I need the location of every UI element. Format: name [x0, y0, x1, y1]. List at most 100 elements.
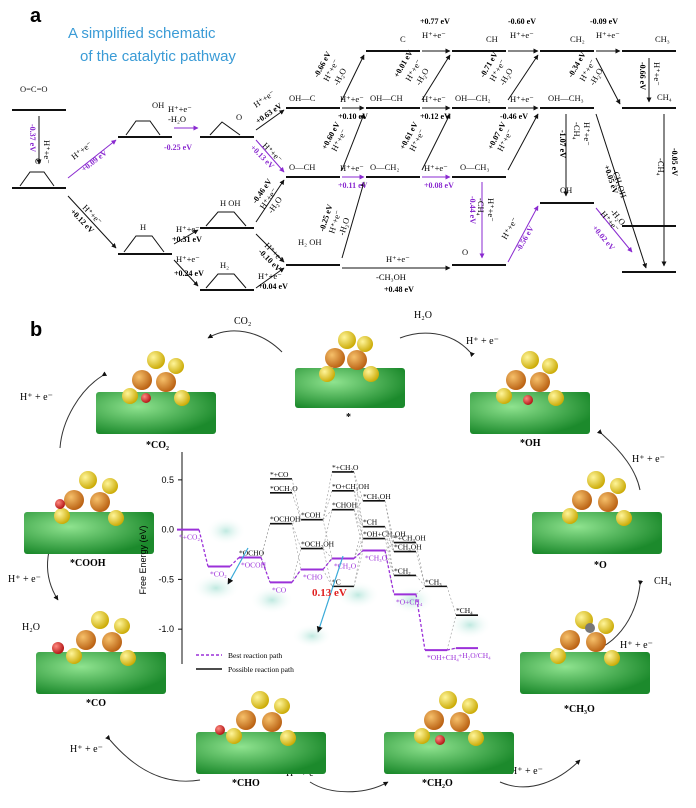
panel-a-levels [12, 50, 676, 291]
possible-level-label: *CH₃ [425, 577, 442, 586]
possible-connector [384, 500, 395, 552]
svg-text:H⁺+e⁻: H⁺+e⁻ [510, 30, 534, 40]
svg-text:O: O [35, 156, 41, 166]
best-connector [384, 550, 395, 595]
possible-connector [353, 490, 364, 539]
co2-release-label: CO₂ [234, 316, 251, 327]
free-energy-chart: Free Energy (eV) 0.50.0-0.5-1.0 *OCHO*+C… [138, 452, 492, 674]
legend-possible-label: Possible reaction path [228, 665, 294, 674]
possible-level-label: *CH₂ [394, 566, 411, 575]
possible-level-label: *+CO [270, 470, 289, 479]
possible-connector [384, 550, 395, 576]
possible-connector [291, 478, 302, 520]
svg-text:+0.10 eV: +0.10 eV [338, 112, 368, 121]
svg-text:H⁺+e⁻: H⁺+e⁻ [258, 271, 282, 281]
svg-text:H: H [140, 222, 146, 232]
svg-text:+0.11 eV: +0.11 eV [338, 181, 368, 190]
panel-a-title-line1: A simplified schematic [68, 25, 216, 42]
possible-connector [384, 538, 395, 543]
best-connector [353, 550, 364, 559]
structure-bare [295, 331, 405, 408]
svg-text:H⁺+e⁻: H⁺+e⁻ [499, 215, 520, 241]
svg-text:CH₄: CH₄ [657, 92, 672, 102]
possible-connector [384, 526, 395, 543]
svg-text:+0.12 eV: +0.12 eV [420, 112, 450, 121]
arrow-ch2o [316, 555, 344, 633]
label-bare: * [346, 412, 351, 423]
possible-level-label: *CHOH [332, 501, 358, 510]
possible-connector [415, 575, 426, 587]
panel-b: b CO₂ H₂O H⁺ + e⁻ H⁺ + e⁻ H⁺ + e⁻ H⁺ + e… [8, 310, 672, 793]
possible-level-label: *CH₃OH [394, 543, 422, 552]
svg-text:O—CH: O—CH [289, 162, 315, 172]
possible-connector [291, 519, 302, 524]
label-cho: *CHO [232, 778, 260, 789]
possible-connector [322, 509, 333, 549]
label-oh: *OH [520, 438, 541, 449]
svg-text:-CH₃OH: -CH₃OH [376, 272, 406, 282]
structure-co [36, 611, 166, 694]
svg-text:C: C [400, 34, 406, 44]
possible-level-label: *+CH₃OH [394, 534, 426, 543]
svg-text:H₂ OH: H₂ OH [298, 237, 322, 247]
svg-text:-0.56 eV: -0.56 eV [514, 224, 536, 253]
svg-text:H⁺+e⁻: H⁺+e⁻ [176, 224, 200, 234]
svg-text:O: O [236, 112, 242, 122]
svg-text:H⁺+e⁻: H⁺+e⁻ [340, 94, 364, 104]
best-connector [415, 594, 426, 651]
svg-text:-CH₄: -CH₄ [476, 198, 486, 216]
structure-ch3o [520, 611, 650, 694]
label-ch3o: *CH₃O [564, 704, 595, 715]
y-axis-label: Free Energy (eV) [138, 525, 148, 594]
structure-oh [470, 351, 590, 434]
svg-text:O—CH₃: O—CH₃ [460, 162, 489, 172]
svg-text:OH: OH [152, 100, 164, 110]
arrow-ocoh [227, 547, 249, 585]
h-e-label-right: H⁺ + e⁻ [632, 454, 665, 465]
best-level-label: +H₂O/CH₄ [458, 651, 491, 660]
label-ch2o: *CH₂O [422, 778, 453, 789]
h-e-label-left2: H⁺ + e⁻ [8, 574, 41, 585]
label-co2: *CO₂ [146, 440, 169, 451]
possible-level-label: *C [332, 577, 341, 586]
svg-text:H₂: H₂ [220, 260, 229, 270]
panel-a-label: a [30, 5, 42, 27]
svg-text:CH₃: CH₃ [655, 34, 670, 44]
svg-text:+0.24 eV: +0.24 eV [174, 269, 204, 278]
possible-connector [322, 569, 333, 587]
possible-connector [353, 538, 364, 587]
svg-text:-0.05 eV: -0.05 eV [670, 148, 679, 176]
possible-paths: *OCHO*+CO*OCH₂O*OCHOH*COH*OCH₂OH*+CH₂O*O… [239, 463, 478, 651]
svg-text:H⁺+e⁻: H⁺+e⁻ [424, 163, 448, 173]
svg-text:H⁺+e⁻: H⁺+e⁻ [168, 104, 192, 114]
best-level-label: *O+CH₄ [396, 597, 423, 606]
svg-text:H⁺+e⁻: H⁺+e⁻ [176, 254, 200, 264]
possible-level-label: *+CH₂O [332, 463, 359, 472]
possible-connector [291, 492, 302, 520]
svg-text:-0.60 eV: -0.60 eV [508, 17, 536, 26]
h-e-label-bottom-left: H⁺ + e⁻ [70, 744, 103, 755]
svg-text:H⁺+e⁻: H⁺+e⁻ [486, 198, 496, 222]
best-level-label: *CHO [303, 572, 323, 581]
svg-text:-CH₄: -CH₄ [656, 158, 666, 176]
label-co: *CO [86, 698, 106, 709]
y-tick-label: 0.0 [161, 525, 174, 535]
svg-text:H⁺+e⁻: H⁺+e⁻ [596, 30, 620, 40]
catalyst-structures: * *CO₂ *OH *COOH *O [24, 331, 662, 789]
svg-text:H⁺+e⁻: H⁺+e⁻ [42, 140, 52, 164]
possible-connector [415, 551, 426, 587]
best-level-label: *OH+CH₄ [427, 653, 459, 662]
y-tick-label: -1.0 [158, 624, 174, 634]
ch4-label: CH₄ [654, 576, 672, 587]
svg-text:H⁺+e⁻: H⁺+e⁻ [510, 94, 534, 104]
possible-level-label: *CH₃OH [363, 492, 391, 501]
possible-level-label: *OCH₂O [270, 484, 298, 493]
h-e-label-top: H⁺ + e⁻ [466, 336, 499, 347]
best-connector [322, 558, 333, 570]
svg-text:-0.09 eV: -0.09 eV [590, 17, 618, 26]
legend-best-label: Best reaction path [228, 651, 282, 660]
possible-connector [322, 519, 333, 559]
label-cooh: *COOH [70, 558, 106, 569]
svg-text:+0.04 eV: +0.04 eV [258, 282, 288, 291]
